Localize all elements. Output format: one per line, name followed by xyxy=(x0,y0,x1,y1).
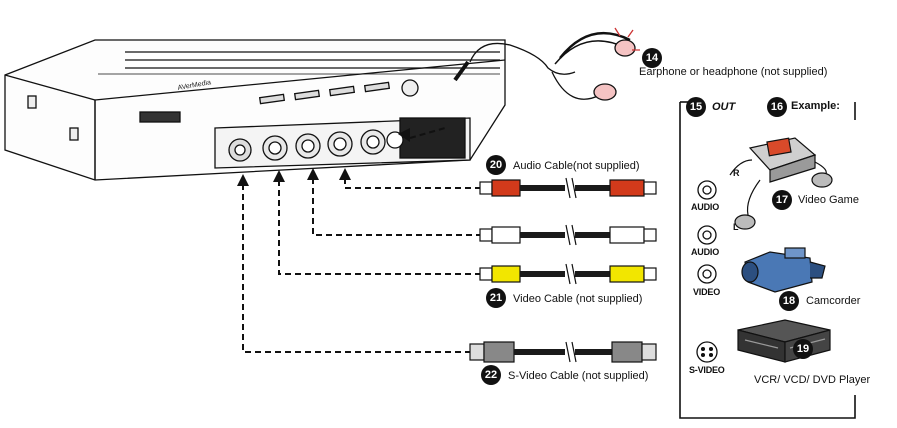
video-jack-label: VIDEO xyxy=(693,287,721,297)
video-game-console xyxy=(729,137,833,230)
audio-jack-label-1: AUDIO xyxy=(691,202,719,212)
badge-20: 20 xyxy=(486,155,506,175)
camcorder-label: Camcorder xyxy=(806,295,861,307)
badge-18: 18 xyxy=(779,291,799,311)
vcr-player xyxy=(737,319,831,363)
headphone xyxy=(453,27,640,101)
badge-14: 14 xyxy=(642,48,662,68)
example-label: Example: xyxy=(791,100,840,112)
svideo-cable-label: S-Video Cable (not supplied) xyxy=(508,370,649,382)
earphone-label: Earphone or headphone (not supplied) xyxy=(639,66,828,78)
camcorder xyxy=(741,247,826,293)
vcr-label: VCR/ VCD/ DVD Player xyxy=(754,374,871,386)
badge-17: 17 xyxy=(772,190,792,210)
audio-jack-label-2: AUDIO xyxy=(691,247,719,257)
l-channel-label: L xyxy=(733,222,739,232)
r-channel-label: R xyxy=(733,168,740,178)
capture-device: AVerMedia xyxy=(4,39,506,181)
badge-21: 21 xyxy=(486,288,506,308)
audio-cable-red xyxy=(479,177,657,199)
svideo-jack-label: S-VIDEO xyxy=(689,365,725,375)
audio-cable-label: Audio Cable(not supplied) xyxy=(513,160,640,172)
out-label: OUT xyxy=(712,101,736,113)
connection-lines xyxy=(242,127,480,353)
audio-cable-white xyxy=(479,224,657,246)
video-game-label: Video Game xyxy=(798,194,859,206)
arrow-heads xyxy=(237,128,410,186)
video-cable-label: Video Cable (not supplied) xyxy=(513,293,643,305)
badge-15: 15 xyxy=(686,97,706,117)
badge-19: 19 xyxy=(793,339,813,359)
video-cable-yellow xyxy=(479,263,657,285)
badge-22: 22 xyxy=(481,365,501,385)
badge-16: 16 xyxy=(767,97,787,117)
output-jacks xyxy=(696,180,718,363)
svideo-cable xyxy=(469,341,657,363)
